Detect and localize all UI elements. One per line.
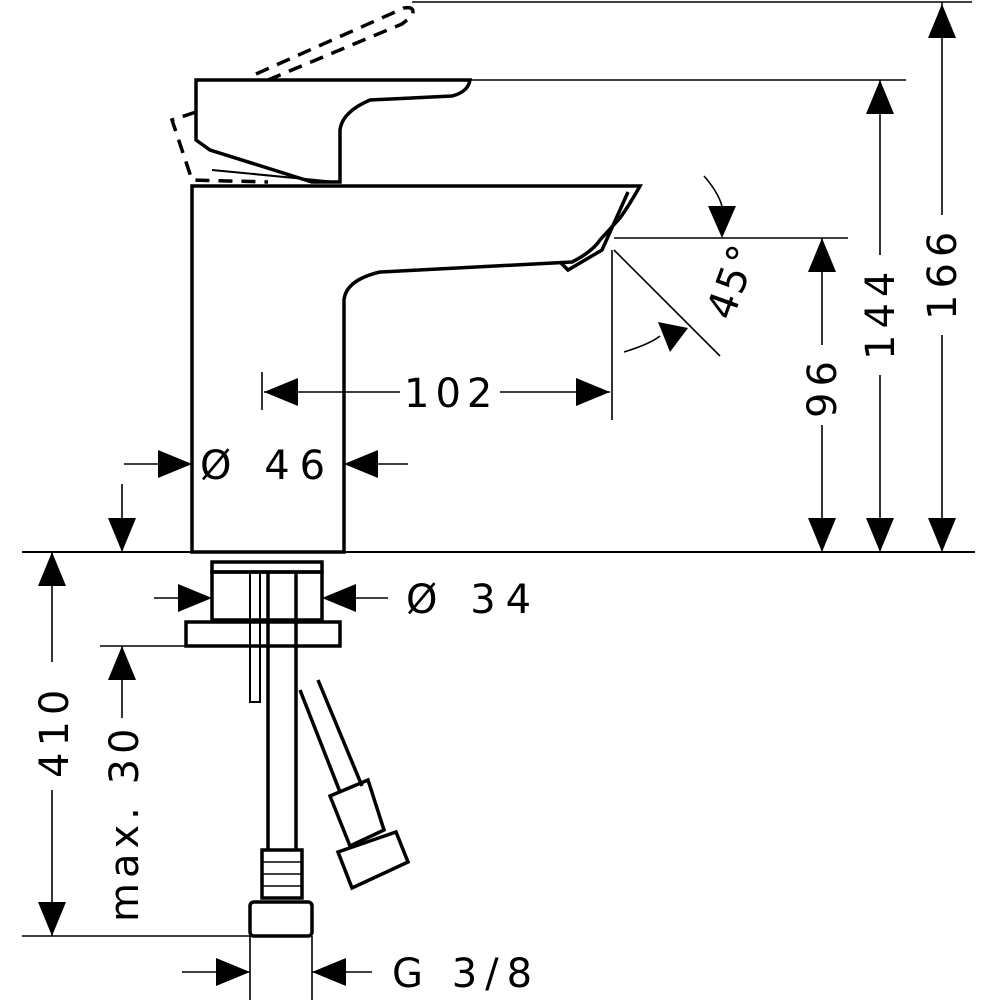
threaded-rod xyxy=(249,571,261,703)
lever-open-position-dashed xyxy=(169,5,415,184)
lever-height-label: 144 xyxy=(858,266,904,360)
hose-length-label: 410 xyxy=(32,684,78,778)
dimension-shank-diameter: Ø 34 xyxy=(154,577,541,623)
lever-base-line xyxy=(211,169,337,183)
straight-hose-nut xyxy=(248,900,314,938)
dimension-connection-thread: G 3/8 xyxy=(182,951,540,997)
max-thickness-label: max. 30 xyxy=(102,724,148,922)
faucet xyxy=(169,5,643,554)
dimension-max-thickness: max. 30 xyxy=(102,646,148,922)
spout-angle-label: 45° xyxy=(698,237,768,325)
angled-hose xyxy=(298,679,364,793)
body-diameter-label: Ø 46 xyxy=(200,443,335,489)
connection-thread-label: G 3/8 xyxy=(392,951,540,997)
mounting-nut xyxy=(184,620,342,648)
shank-diameter-label: Ø 34 xyxy=(406,577,541,623)
straight-hose-fitting-rings xyxy=(262,861,302,887)
total-height-label: 166 xyxy=(920,226,966,320)
dimension-spout-angle: 45° xyxy=(613,175,768,357)
spout-reach-label: 102 xyxy=(404,371,498,417)
dimension-total-height: 166 xyxy=(920,2,966,552)
mounting-parts xyxy=(184,560,411,938)
angled-hose-nut xyxy=(335,829,411,891)
dimension-hose-length: 410 xyxy=(32,552,78,936)
faucet-body xyxy=(190,184,643,554)
dimension-spout-reach: 102 xyxy=(264,371,610,417)
spout-height-label: 96 xyxy=(800,355,846,418)
dimension-body-diameter: Ø 46 xyxy=(124,443,408,489)
straight-hose xyxy=(266,572,298,850)
angled-hose-fitting xyxy=(327,777,387,849)
lever xyxy=(194,78,473,184)
spout-aerator xyxy=(558,191,630,273)
dimension-spout-height: 96 xyxy=(800,238,846,552)
dimension-lever-height: 144 xyxy=(858,80,904,552)
extension-lines xyxy=(22,1,975,1000)
counter-pointer-arrow xyxy=(108,484,136,552)
